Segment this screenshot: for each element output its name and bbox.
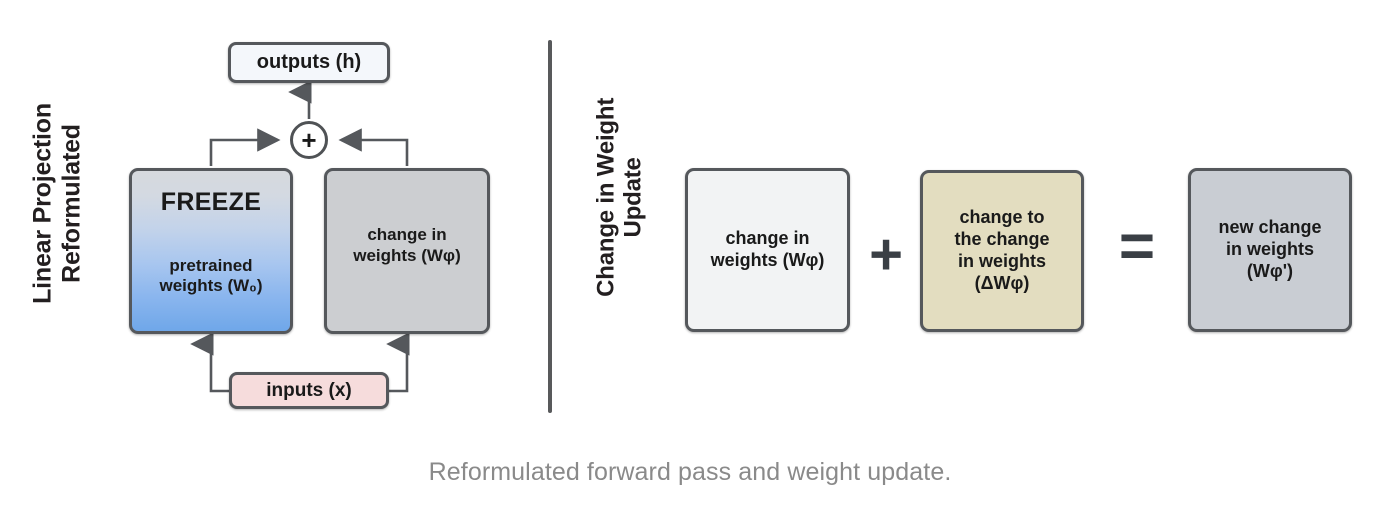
node-new-change-in-weights: new change in weights (Wφ') xyxy=(1188,168,1352,332)
panel-label-change-in-weight-update: Change in Weight Update xyxy=(593,62,648,332)
panel-label-line-2: Update xyxy=(620,157,647,238)
node-inputs-label: inputs (x) xyxy=(266,379,352,401)
node-delta-line-2: the change xyxy=(954,229,1050,250)
node-change-in-weights-line-2: weights (Wφ) xyxy=(353,245,461,265)
node-delta-line-3: in weights xyxy=(957,251,1046,271)
node-outputs: outputs (h) xyxy=(228,42,390,83)
node-delta-line-4: (ΔWφ) xyxy=(974,272,1030,293)
sum-operator-node: + xyxy=(290,121,328,159)
panel-label-line-1: Linear Projection xyxy=(28,103,57,304)
equals-operator-icon: = xyxy=(1118,212,1156,281)
panel-label-line-1: Change in Weight xyxy=(592,97,620,297)
plus-icon: + xyxy=(301,125,317,155)
node-pretrained-weights: FREEZE pretrained weights (W₀) xyxy=(129,168,293,334)
node-outputs-label: outputs (h) xyxy=(256,51,362,74)
panel-divider xyxy=(548,40,552,413)
panel-label-linear-projection: Linear Projection Reformulated xyxy=(29,59,86,349)
node-new-change-line-3: (Wφ') xyxy=(1246,260,1294,281)
node-right-change-in-weights: change in weights (Wφ) xyxy=(685,168,850,332)
node-pretrained-line-2: weights (W₀) xyxy=(159,276,263,296)
plus-operator-icon: + xyxy=(869,222,903,287)
figure-caption: Reformulated forward pass and weight upd… xyxy=(428,458,952,486)
node-new-change-line-2: in weights xyxy=(1225,239,1314,260)
node-pretrained-line-1: pretrained xyxy=(169,255,253,275)
node-change-to-the-change-in-weights: change to the change in weights (ΔWφ) xyxy=(920,170,1084,332)
node-new-change-line-1: new change xyxy=(1218,217,1322,238)
node-inputs: inputs (x) xyxy=(229,372,389,409)
node-delta-line-1: change to xyxy=(959,207,1045,228)
node-right-change-line-1: change in xyxy=(725,228,810,249)
node-right-change-line-2: weights (Wφ) xyxy=(710,250,825,270)
node-change-in-weights: change in weights (Wφ) xyxy=(324,168,490,334)
freeze-badge: FREEZE xyxy=(160,188,262,216)
node-change-in-weights-line-1: change in xyxy=(367,225,447,244)
panel-label-line-2: Reformulated xyxy=(57,124,85,283)
